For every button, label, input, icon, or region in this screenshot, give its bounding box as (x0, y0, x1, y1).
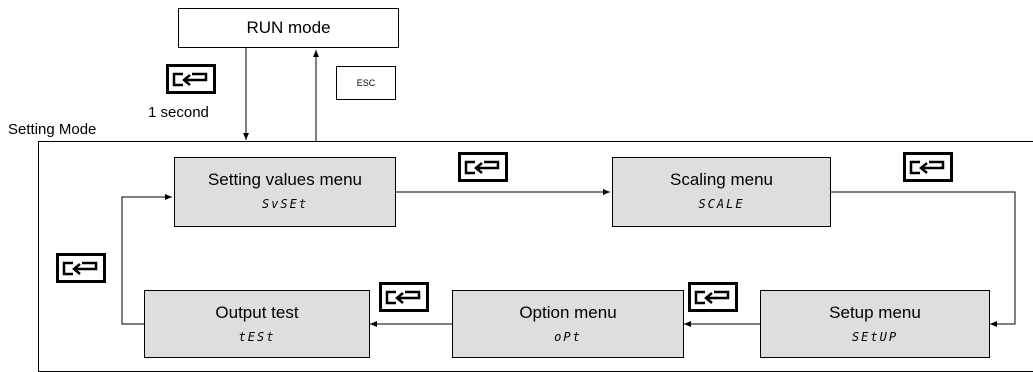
esc-key-label: ESC (356, 78, 376, 88)
output-test-title: Output test (215, 303, 299, 322)
setting-values-menu-title: Setting values menu (207, 170, 363, 189)
scaling-menu-title: Scaling menu (669, 170, 773, 189)
scaling-menu-box: Scaling menu SCALE (612, 157, 831, 227)
setting-mode-label: Setting Mode (8, 121, 97, 138)
enter-key-icon (688, 282, 738, 312)
setting-values-menu-code: SvSEt (261, 197, 309, 211)
setting-values-menu-box: Setting values menu SvSEt (174, 157, 396, 227)
setup-menu-title: Setup menu (829, 303, 921, 322)
output-test-box: Output test tESt (144, 290, 370, 358)
setup-menu-box: Setup menu SEtUP (760, 290, 990, 358)
output-test-code: tESt (238, 330, 276, 344)
enter-key-icon (379, 282, 429, 312)
run-mode-box: RUN mode (178, 8, 399, 48)
enter-key-icon (458, 152, 508, 182)
option-menu-title: Option menu (519, 303, 617, 322)
enter-key-icon (56, 253, 106, 283)
scaling-menu-code: SCALE (698, 197, 745, 211)
option-menu-code: oPt (554, 330, 582, 344)
setup-menu-code: SEtUP (851, 330, 899, 344)
hold-time-label: 1 second (148, 104, 209, 121)
enter-key-icon (166, 64, 216, 94)
enter-key-icon (903, 152, 953, 182)
esc-key-icon: ESC (336, 66, 396, 100)
run-mode-label: RUN mode (246, 18, 331, 37)
option-menu-box: Option menu oPt (452, 290, 684, 358)
